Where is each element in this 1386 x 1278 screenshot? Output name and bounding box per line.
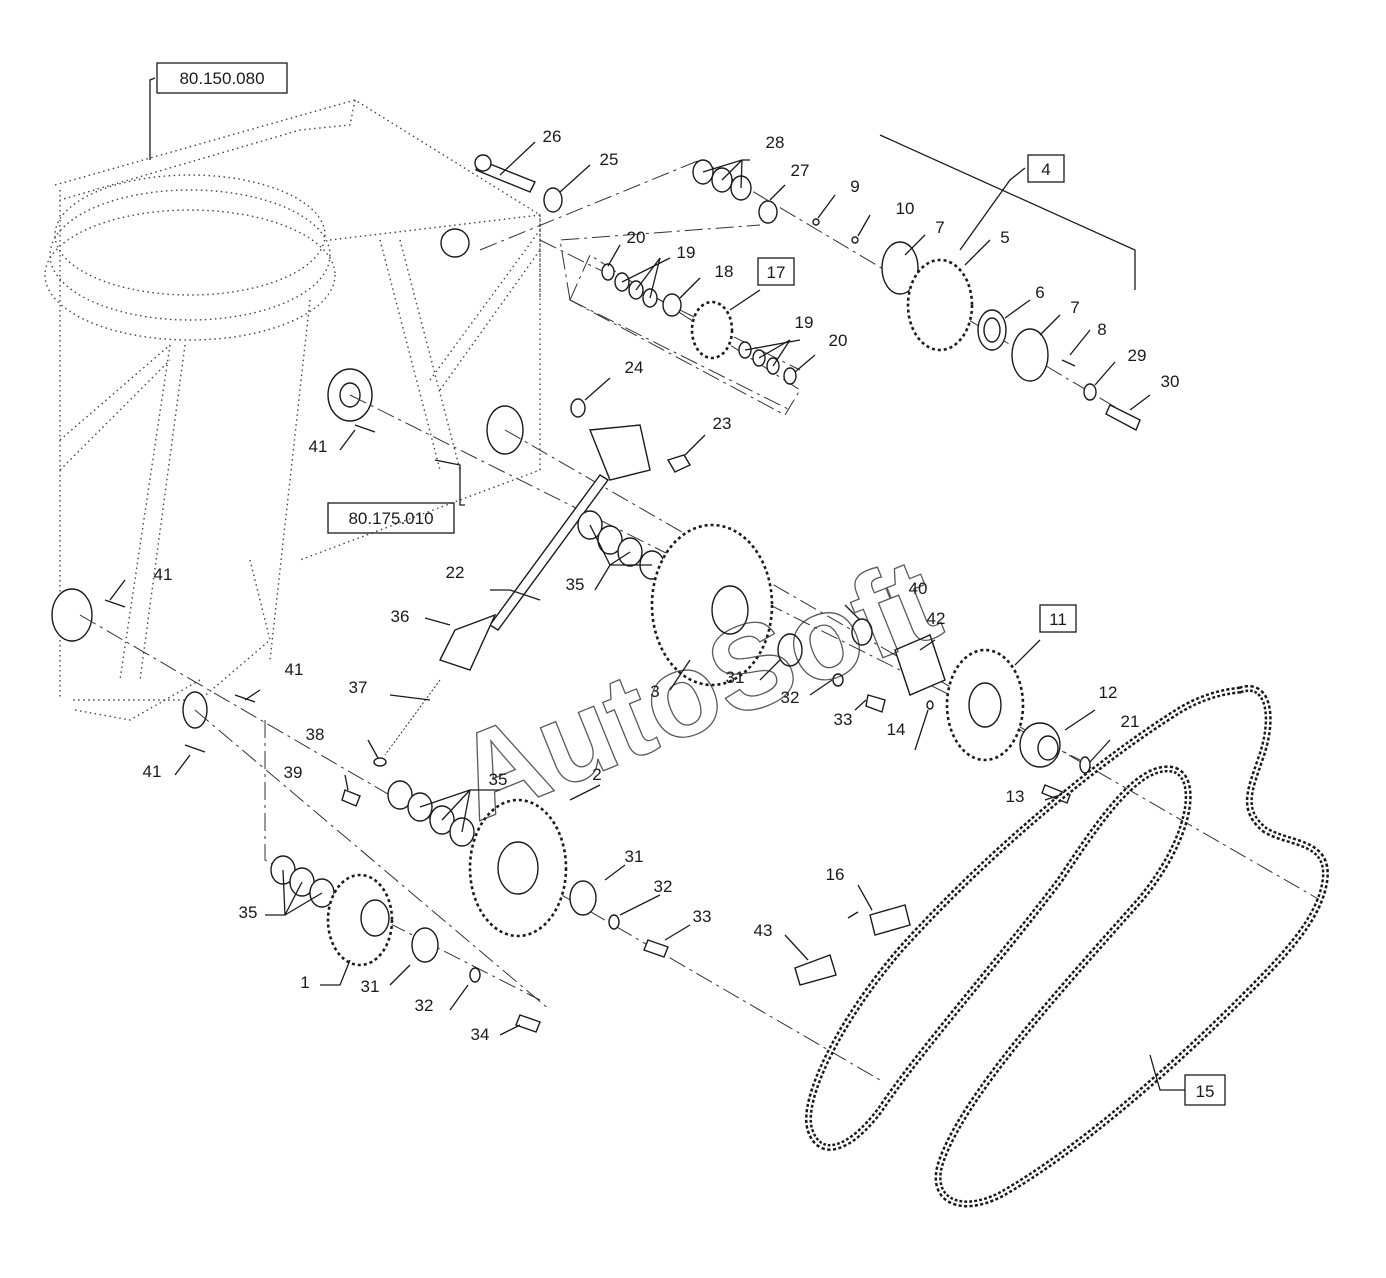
- callout-43: 43: [754, 921, 773, 940]
- callout-22: 22: [446, 563, 465, 582]
- box-15: [1184, 1074, 1226, 1106]
- callout-11: 11: [1049, 610, 1067, 629]
- callout-32c: 32: [415, 996, 434, 1015]
- callout-24: 24: [625, 358, 644, 377]
- callout-6: 6: [1035, 283, 1044, 302]
- callout-38: 38: [306, 725, 325, 744]
- callout-33b: 33: [693, 907, 712, 926]
- callout-33a: 33: [834, 710, 853, 729]
- ref-80175010-label: 80.175.010: [348, 509, 433, 528]
- callout-42: 42: [927, 609, 946, 628]
- callout-3: 3: [650, 682, 659, 701]
- callout-41c: 41: [285, 660, 304, 679]
- callout-10: 10: [896, 199, 915, 218]
- drive-chain: [805, 684, 1329, 1208]
- callout-20a: 20: [627, 228, 646, 247]
- callout-31c: 31: [361, 977, 380, 996]
- callout-23: 23: [713, 414, 732, 433]
- callout-41b: 41: [154, 565, 173, 584]
- callout-1: 1: [300, 973, 309, 992]
- callout-30: 30: [1161, 372, 1180, 391]
- box-17: [757, 257, 795, 286]
- callout-13: 13: [1006, 787, 1025, 806]
- callout-28: 28: [766, 133, 785, 152]
- callout-18: 18: [715, 262, 734, 281]
- callout-19a: 19: [677, 243, 696, 262]
- callout-31b: 31: [625, 847, 644, 866]
- callout-8: 8: [1097, 320, 1106, 339]
- callout-19b: 19: [795, 313, 814, 332]
- callout-16: 16: [826, 865, 845, 884]
- callout-36: 36: [391, 607, 410, 626]
- box-4: [1027, 154, 1065, 183]
- ref-80150080-label: 80.150.080: [179, 69, 264, 88]
- callout-35a: 35: [566, 575, 585, 594]
- callout-31a: 31: [726, 668, 745, 687]
- leader-lines: [109, 77, 1185, 1091]
- callout-14: 14: [887, 720, 906, 739]
- reference-boxes: 80.150.080 80.175.010: [156, 62, 1226, 1106]
- callout-21: 21: [1121, 712, 1140, 731]
- parts: [104, 154, 1141, 1033]
- kit-17-outline: [569, 254, 801, 416]
- callout-25: 25: [600, 150, 619, 169]
- callout-39: 39: [284, 763, 303, 782]
- callout-29: 29: [1128, 346, 1147, 365]
- callout-labels: 4 17 11 15 26 25 28 27 9 10 7 5 6 7 8 29…: [143, 127, 1215, 1101]
- callout-5: 5: [1000, 228, 1009, 247]
- callout-20b: 20: [829, 331, 848, 350]
- callout-7a: 7: [935, 218, 944, 237]
- callout-34: 34: [471, 1025, 490, 1044]
- ref-box-80150080: [156, 62, 288, 94]
- callout-7b: 7: [1070, 298, 1079, 317]
- callout-32a: 32: [781, 688, 800, 707]
- box-11: [1039, 604, 1077, 633]
- callout-37: 37: [349, 678, 368, 697]
- callout-26: 26: [543, 127, 562, 146]
- callout-40: 40: [909, 579, 928, 598]
- callout-27: 27: [791, 161, 810, 180]
- ref-box-80175010: [327, 502, 455, 534]
- callout-41d: 41: [143, 762, 162, 781]
- callout-35b: 35: [489, 770, 508, 789]
- callout-12: 12: [1099, 683, 1118, 702]
- callout-4: 4: [1041, 160, 1050, 179]
- callout-15: 15: [1196, 1082, 1215, 1101]
- housing-frame: [44, 99, 541, 729]
- callout-32b: 32: [654, 877, 673, 896]
- callout-17: 17: [767, 263, 786, 282]
- callout-41a: 41: [309, 437, 328, 456]
- callout-35c: 35: [239, 903, 258, 922]
- callout-9: 9: [850, 177, 859, 196]
- callout-2: 2: [592, 765, 601, 784]
